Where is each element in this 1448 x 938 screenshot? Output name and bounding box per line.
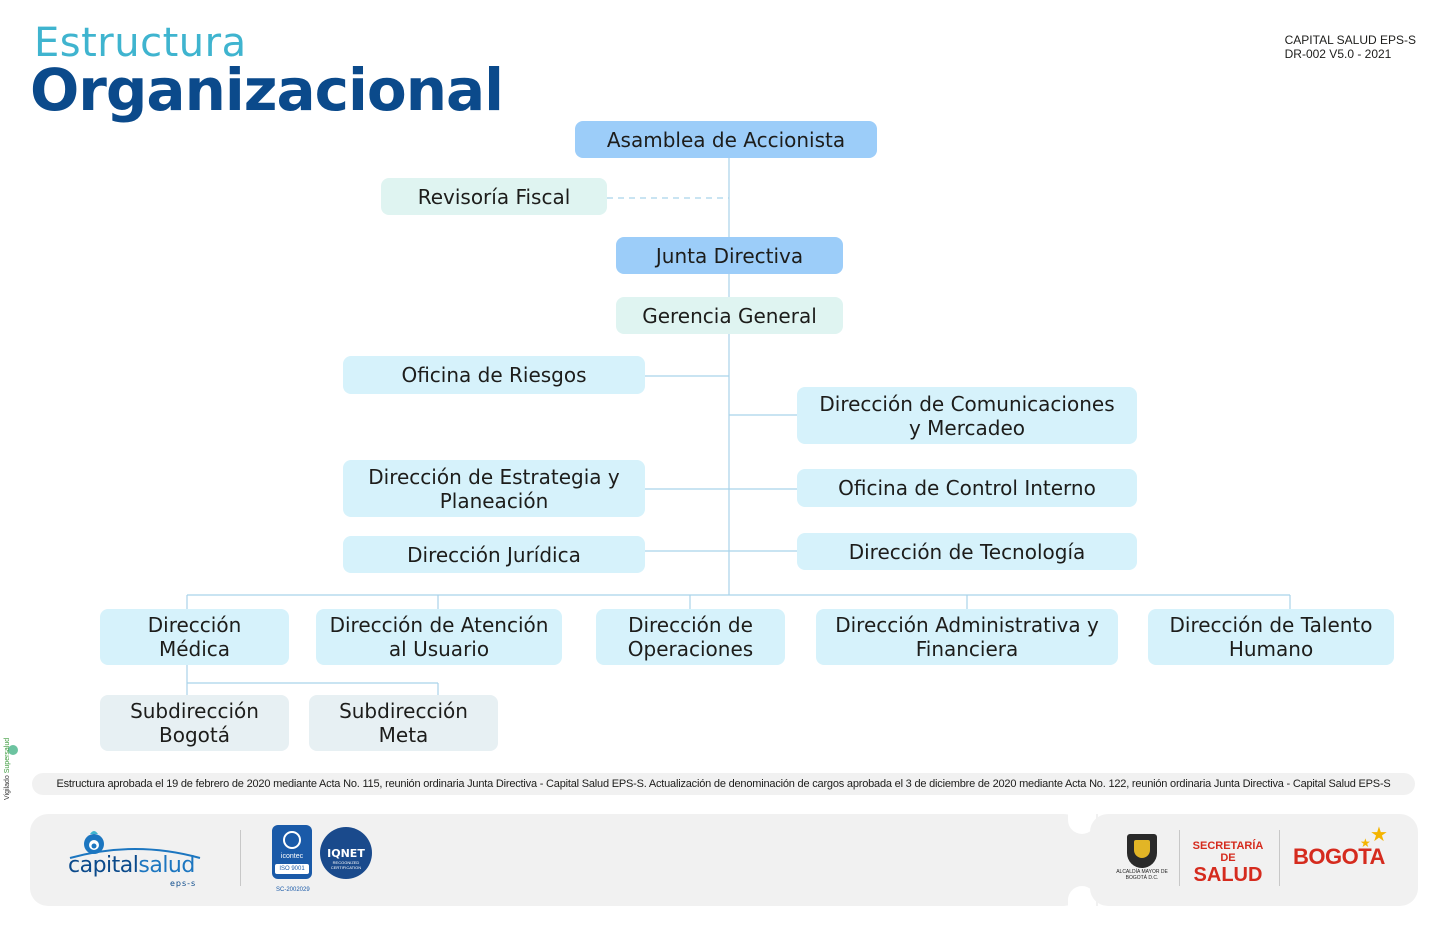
brand-main: capital (68, 853, 139, 878)
box-junta-directiva: Junta Directiva (616, 237, 843, 274)
bogota-logo: BOGOTA (1293, 844, 1385, 869)
alcaldia-label: ALCALDÍA MAYOR DE BOGOTÁ D.C. (1116, 869, 1168, 881)
supersalud-text: Supersalud (4, 737, 11, 774)
box-subdireccion-meta: Subdirección Meta (309, 695, 498, 751)
star-small-icon: ★ (1360, 836, 1371, 850)
bogota-coat-of-arms-icon (1127, 834, 1157, 868)
box-comunicaciones: Dirección de Comunicaciones y Mercadeo (797, 387, 1137, 444)
brand-subtitle: eps-s (170, 879, 197, 888)
box-atencion-usuario: Dirección de Atención al Usuario (316, 609, 562, 665)
box-gerencia-label: Gerencia General (642, 303, 817, 328)
box-comunicaciones-label: Dirección de Comunicaciones y Mercadeo (819, 391, 1115, 440)
vigilado-text: Vigilado (4, 775, 11, 800)
approval-note: Estructura aprobada el 19 de febrero de … (32, 773, 1415, 795)
box-operaciones: Dirección de Operaciones (596, 609, 785, 665)
box-operaciones-label: Dirección de Operaciones (627, 613, 754, 661)
box-oficina-riesgos: Oficina de Riesgos (343, 356, 645, 394)
icontec-seal-icon: icontec ISO 9001 (272, 825, 312, 879)
box-tecnologia-label: Dirección de Tecnología (848, 539, 1086, 564)
box-riesgos-label: Oficina de Riesgos (401, 363, 587, 387)
footer-notch-top (1068, 812, 1096, 834)
star-icon: ★ (1370, 824, 1388, 846)
box-tecnologia: Dirección de Tecnología (797, 533, 1137, 570)
box-direccion-medica: Dirección Médica (100, 609, 289, 665)
iqnet-label: IQNET (327, 847, 365, 860)
box-junta-label: Junta Directiva (655, 243, 804, 268)
supersalud-icon (8, 745, 18, 755)
iqnet-sublabel: RECOGNIZED CERTIFICATION (330, 860, 362, 870)
capital-salud-wordmark: capitalsalud (68, 853, 195, 878)
page-title: Organizacional (30, 56, 504, 124)
box-estrategia: Dirección de Estrategia y Planeación (343, 460, 645, 517)
box-control-label: Oficina de Control Interno (838, 476, 1096, 500)
doc-code-line-1: CAPITAL SALUD EPS-S (1284, 33, 1416, 47)
box-administrativa: Dirección Administrativa y Financiera (816, 609, 1118, 665)
footer-notch-bottom (1068, 886, 1096, 908)
capital-salud-logo-icon (69, 831, 201, 859)
box-medica-label: Dirección Médica (147, 613, 242, 661)
box-sub-bogota-label: Subdirección Bogotá (130, 699, 259, 747)
icontec-label: icontec (280, 853, 304, 860)
brand-thin: salud (138, 853, 195, 878)
doc-code-line-2: DR-002 V5.0 - 2021 (1284, 47, 1392, 61)
secretaria-salud-logo: SECRETARÍA DE SALUD (1186, 840, 1270, 886)
iso-label: ISO 9001 (275, 864, 309, 874)
box-administrativa-label: Dirección Administrativa y Financiera (835, 613, 1099, 661)
box-revisoria-fiscal: Revisoría Fiscal (381, 178, 607, 215)
iqnet-seal-icon: IQNET RECOGNIZED CERTIFICATION (320, 827, 372, 879)
footer-divider-2 (1179, 830, 1180, 886)
box-talento-label: Dirección de Talento Humano (1169, 613, 1373, 661)
box-asamblea-label: Asamblea de Accionista (606, 127, 846, 152)
box-atencion-label: Dirección de Atención al Usuario (329, 613, 549, 661)
box-juridica-label: Dirección Jurídica (407, 542, 581, 567)
footer-left-panel (30, 814, 1082, 906)
box-talento-humano: Dirección de Talento Humano (1148, 609, 1394, 665)
footer-divider (240, 830, 241, 886)
box-asamblea: Asamblea de Accionista (575, 121, 877, 158)
vigilado-supersalud: Vigilado Supersalud (4, 738, 18, 800)
box-juridica: Dirección Jurídica (343, 536, 645, 573)
secretaria-line-1: SECRETARÍA DE (1192, 840, 1264, 864)
footer-divider-3 (1279, 830, 1280, 886)
box-gerencia-general: Gerencia General (616, 297, 843, 334)
document-code: CAPITAL SALUD EPS-S DR-002 V5.0 - 2021 (1285, 33, 1416, 61)
box-revisoria-label: Revisoría Fiscal (417, 184, 571, 209)
box-control-interno: Oficina de Control Interno (797, 469, 1137, 507)
title-line-1: Estructura (34, 20, 247, 66)
cert-code: SC-2002029 (276, 887, 310, 893)
secretaria-line-2: SALUD (1193, 864, 1263, 886)
box-estrategia-label: Dirección de Estrategia y Planeación (368, 464, 620, 513)
box-sub-meta-label: Subdirección Meta (339, 699, 468, 747)
box-subdireccion-bogota: Subdirección Bogotá (100, 695, 289, 751)
icontec-ring (283, 831, 301, 849)
